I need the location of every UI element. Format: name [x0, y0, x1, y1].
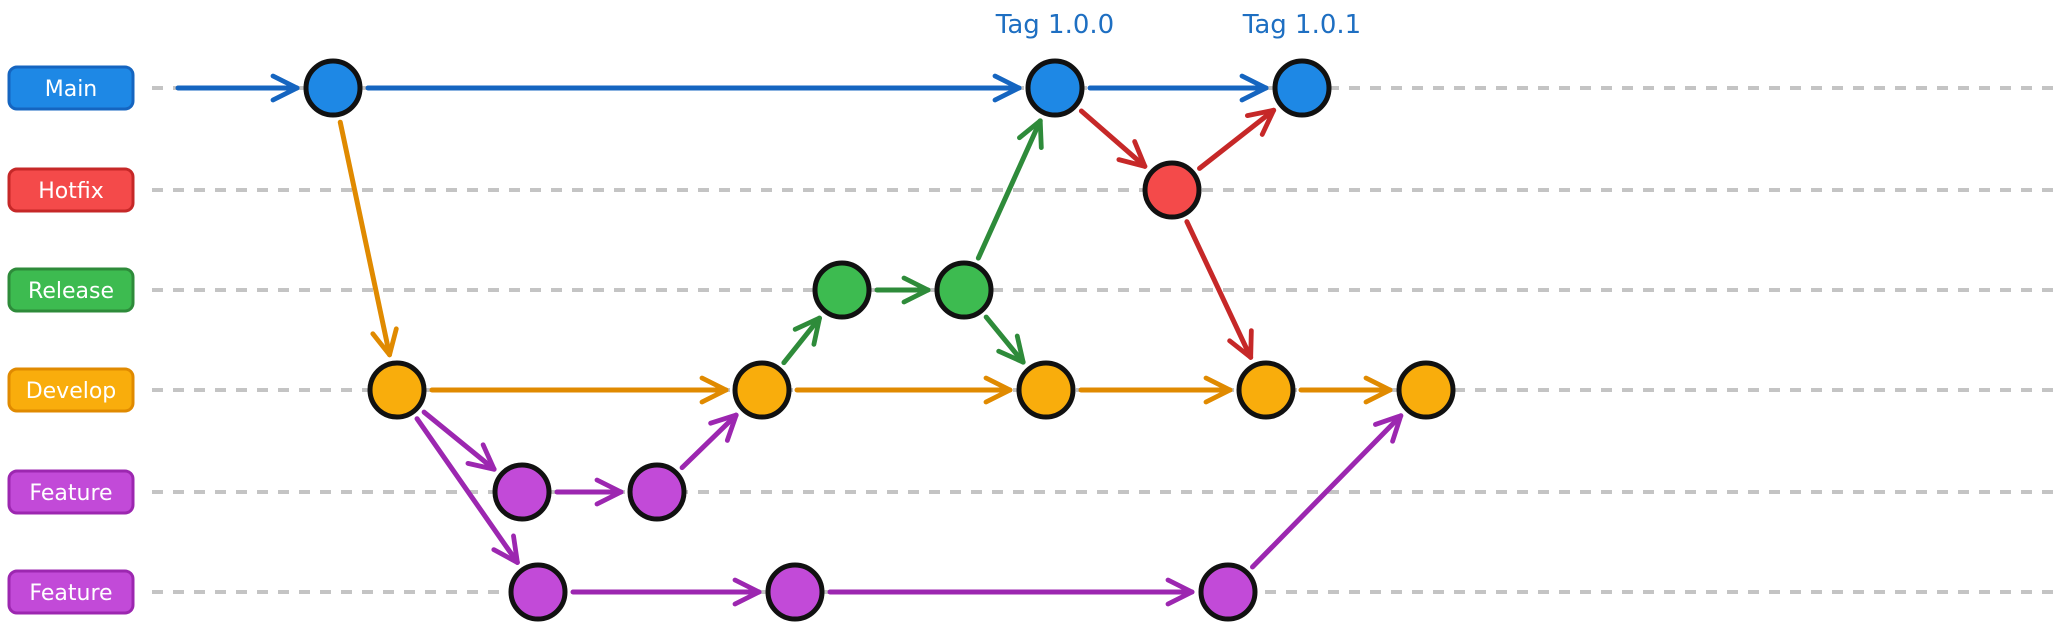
commit-node-m2	[1025, 58, 1085, 118]
lane-label-main: Main	[7, 65, 135, 111]
edge-r2-d3	[983, 314, 1026, 365]
edge-g3-d5	[1250, 413, 1404, 570]
commit-node-r2	[934, 260, 994, 320]
lane-gridlines	[152, 86, 2058, 594]
commit-node-g3	[1198, 562, 1258, 622]
lane-label-text: Develop	[26, 379, 117, 404]
edge-d2-r1	[781, 315, 823, 366]
edge-m1-d1	[337, 119, 399, 358]
commit-node-d1	[367, 360, 427, 420]
lane-label-release: Release	[7, 267, 135, 313]
commit-node-d2	[732, 360, 792, 420]
commit-node-g2	[765, 562, 825, 622]
edge-h1-d4	[1184, 219, 1254, 360]
edge-h1-m3	[1197, 107, 1277, 171]
lane-label-text: Hotfix	[38, 179, 104, 204]
commit-node-g1	[508, 562, 568, 622]
lane-label-feature2: Feature	[7, 569, 135, 615]
commit-node-m3	[1272, 58, 1332, 118]
commit-node-m1	[303, 58, 363, 118]
commit-node-d5	[1396, 360, 1456, 420]
commit-node-f1	[492, 462, 552, 522]
lane-label-hotfix: Hotfix	[7, 167, 135, 213]
lane-label-text: Main	[45, 77, 98, 102]
commit-nodes	[303, 58, 1456, 622]
lane-label-text: Release	[28, 279, 114, 304]
commit-node-h1	[1142, 160, 1202, 220]
lane-label-feature1: Feature	[7, 469, 135, 515]
commit-node-d3	[1016, 360, 1076, 420]
commit-node-d4	[1236, 360, 1296, 420]
lane-label-develop: Develop	[7, 367, 135, 413]
edge-d1-f1	[421, 409, 497, 472]
tag-label: Tag 1.0.1	[1242, 10, 1361, 40]
edge-r2-m2	[975, 118, 1044, 261]
edge-f2-d2	[679, 412, 739, 471]
lane-label-text: Feature	[29, 581, 112, 606]
edge-d1-g1	[414, 416, 520, 565]
tag-labels: Tag 1.0.0 Tag 1.0.1	[995, 10, 1361, 40]
commit-node-r1	[812, 260, 872, 320]
commit-node-f2	[627, 462, 687, 522]
commit-edges	[175, 73, 1404, 607]
tag-label: Tag 1.0.0	[995, 10, 1114, 40]
edge-m2-h1	[1078, 108, 1148, 169]
lane-label-text: Feature	[29, 481, 112, 506]
